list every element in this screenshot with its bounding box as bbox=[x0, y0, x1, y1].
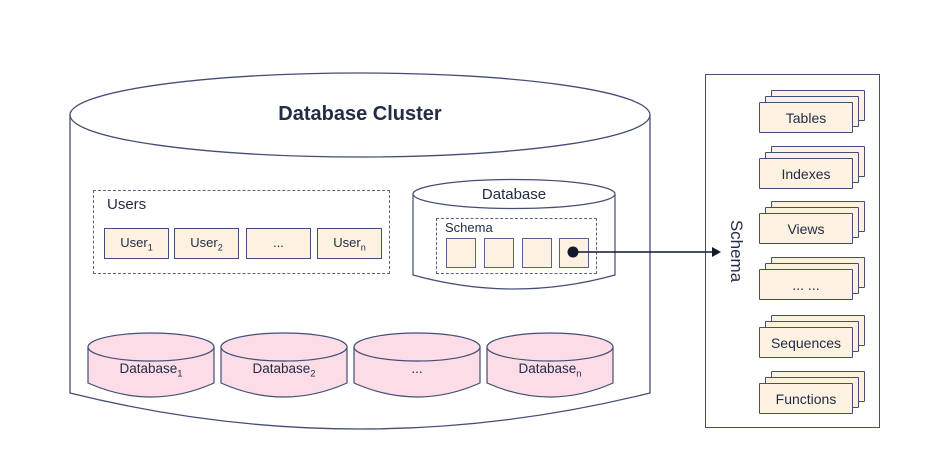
schema-square bbox=[559, 238, 589, 268]
database-cylinder-2 bbox=[220, 332, 348, 398]
cluster-cylinder-body bbox=[69, 115, 651, 430]
user-box-ellipsis: ... bbox=[246, 228, 311, 259]
database-n-label: Databasen bbox=[518, 361, 582, 380]
database-2-label: Database2 bbox=[252, 361, 316, 380]
users-group-label: Users bbox=[107, 196, 147, 213]
stack-label: Views bbox=[759, 213, 853, 244]
schema-group-label: Schema bbox=[445, 220, 493, 235]
schema-square bbox=[484, 238, 514, 268]
stack-label: ... ... bbox=[759, 269, 853, 300]
database-cylinder-1 bbox=[87, 332, 215, 398]
stack-label: Sequences bbox=[759, 327, 853, 358]
schema-square bbox=[522, 238, 552, 268]
schema-panel-label: Schema bbox=[727, 219, 746, 283]
database-ellipsis-label: ... bbox=[411, 361, 423, 376]
cluster-title: Database Cluster bbox=[278, 103, 442, 125]
schema-panel: Schema Tables Indexes Views ... ... Sequ… bbox=[705, 74, 880, 428]
stack-ellipsis: ... ... bbox=[759, 257, 865, 300]
users-group-box: Users User1 User2 ... Usern bbox=[93, 190, 390, 274]
schema-group-box: Schema bbox=[436, 218, 597, 274]
database-cylinder-n bbox=[486, 332, 614, 398]
stack-label: Tables bbox=[759, 102, 853, 133]
schema-square bbox=[446, 238, 476, 268]
stack-tables: Tables bbox=[759, 90, 865, 133]
stack-functions: Functions bbox=[759, 371, 865, 414]
stack-sequences: Sequences bbox=[759, 315, 865, 358]
database-cylinder-ellipsis bbox=[353, 332, 481, 398]
cluster-cylinder-top bbox=[69, 72, 651, 158]
stack-label: Indexes bbox=[759, 158, 853, 189]
database-label: Database bbox=[481, 186, 547, 203]
stack-indexes: Indexes bbox=[759, 146, 865, 189]
user-box-n: Usern bbox=[317, 228, 382, 259]
database-cylinder-top bbox=[412, 178, 616, 210]
stack-views: Views bbox=[759, 201, 865, 244]
stack-label: Functions bbox=[759, 383, 853, 414]
user-box-1: User1 bbox=[104, 228, 169, 259]
user-box-2: User2 bbox=[174, 228, 239, 259]
database-1-label: Database1 bbox=[119, 361, 183, 380]
